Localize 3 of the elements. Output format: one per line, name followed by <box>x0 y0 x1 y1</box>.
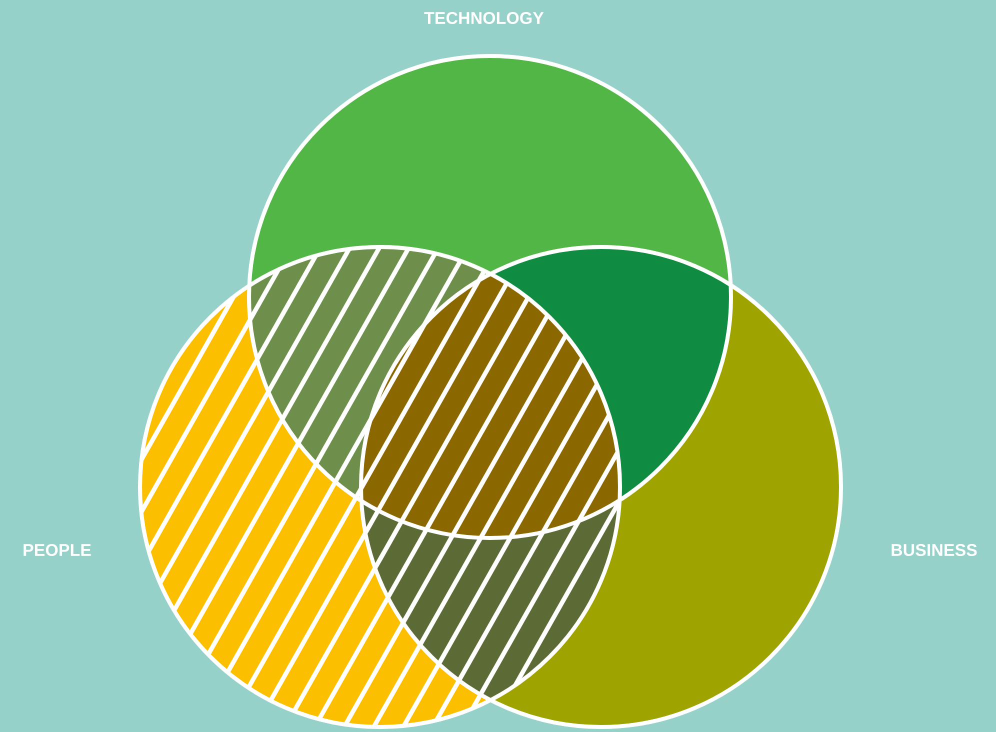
node-label: PEOPLE <box>24 544 91 556</box>
node-label: TECHNOLOGY <box>424 12 544 24</box>
node-label: BUSINESS <box>892 544 977 556</box>
